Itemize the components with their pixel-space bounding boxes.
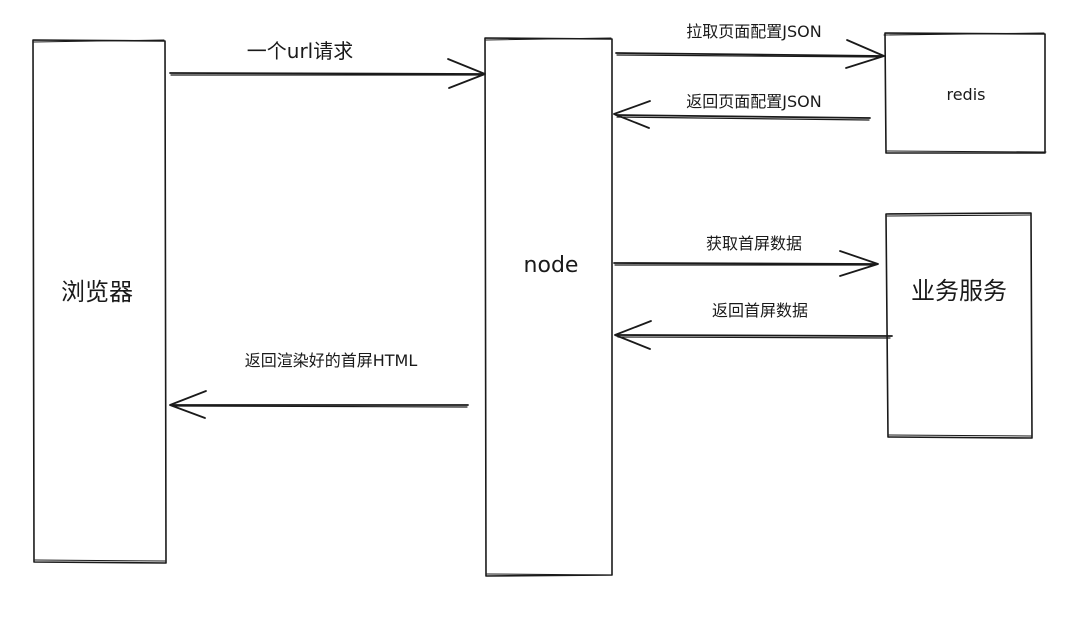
arrow-fetch-data: 获取首屏数据 [613,234,879,277]
return-data-label: 返回首屏数据 [712,301,808,320]
arrow-return-html: 返回渲染好的首屏HTML [169,351,469,419]
business-box: 业务服务 [885,212,1033,439]
arrow-return-config: 返回页面配置JSON [613,92,871,129]
url-request-label: 一个url请求 [247,39,353,63]
arrow-url-request: 一个url请求 [169,39,486,89]
return-html-label: 返回渲染好的首屏HTML [245,351,418,370]
return-config-label: 返回页面配置JSON [686,92,821,111]
fetch-data-label: 获取首屏数据 [706,234,802,253]
node-label: node [524,253,579,278]
business-label: 业务服务 [911,277,1007,305]
fetch-config-label: 拉取页面配置JSON [686,22,821,41]
browser-box: 浏览器 [32,39,167,564]
redis-box: redis [883,32,1047,154]
arrow-return-data: 返回首屏数据 [614,301,893,350]
browser-label: 浏览器 [61,278,133,306]
redis-label: redis [946,85,985,104]
node-box: node [484,37,613,577]
arrow-fetch-config: 拉取页面配置JSON [615,22,885,69]
